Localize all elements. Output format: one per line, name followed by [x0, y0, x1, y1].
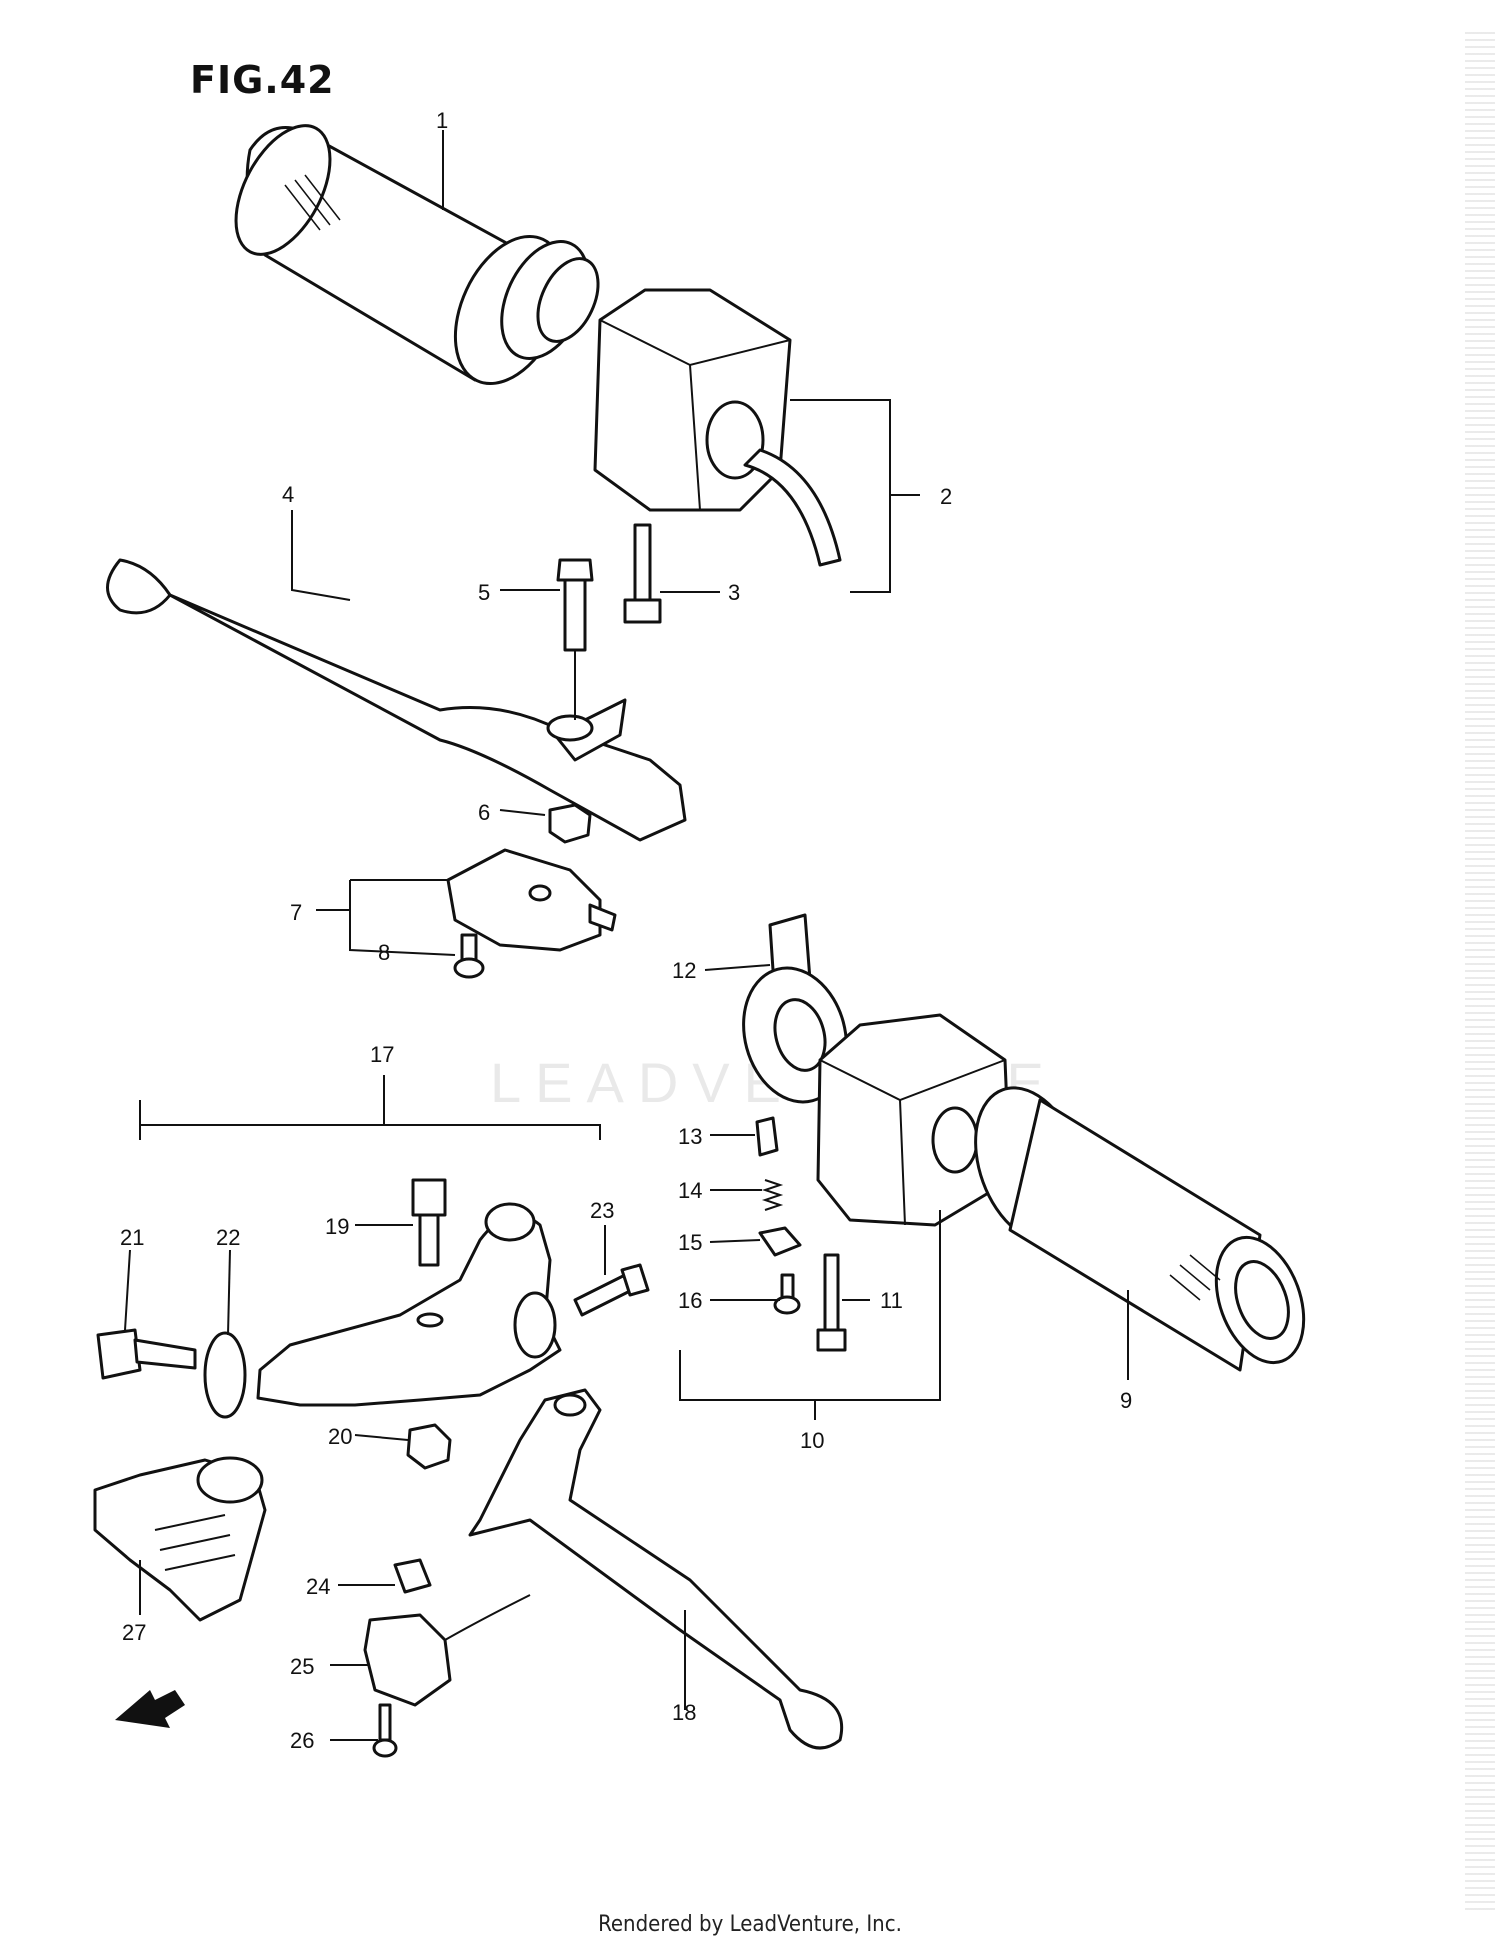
screw-11[interactable] — [816, 1253, 847, 1352]
fwd-arrow-icon — [115, 1690, 185, 1728]
screw-16[interactable] — [773, 1273, 801, 1315]
bolt-19[interactable] — [411, 1178, 447, 1267]
right-grip[interactable] — [956, 1073, 1320, 1375]
brake-switch-7[interactable] — [446, 848, 617, 952]
callout-10: 10 — [800, 1428, 824, 1453]
callout-27: 27 — [122, 1620, 146, 1645]
figure-title: FIG.42 — [190, 58, 335, 102]
pivot-bolt-5[interactable] — [556, 558, 594, 720]
callout-2: 2 — [940, 484, 952, 509]
footer-credit: Rendered by LeadVenture, Inc. — [598, 1912, 902, 1937]
callout-24: 24 — [306, 1574, 330, 1599]
callout-21: 21 — [120, 1225, 144, 1250]
locknut-22[interactable] — [203, 1331, 247, 1419]
callout-1: 1 — [436, 108, 448, 133]
callout-26: 26 — [290, 1728, 314, 1753]
cover-27[interactable] — [93, 1456, 267, 1622]
callout-15: 15 — [678, 1230, 702, 1255]
callout-23: 23 — [590, 1198, 614, 1223]
callout-labels: 1 2 3 4 5 6 7 8 9 10 11 12 13 14 15 16 1… — [120, 108, 1132, 1753]
callout-20: 20 — [328, 1424, 352, 1449]
callout-19: 19 — [325, 1214, 349, 1239]
callout-11: 11 — [880, 1288, 903, 1313]
callout-12: 12 — [672, 958, 696, 983]
right-switch-housing[interactable] — [816, 1013, 1012, 1227]
callout-9: 9 — [1120, 1388, 1132, 1413]
callout-17: 17 — [370, 1042, 394, 1067]
callout-14: 14 — [678, 1178, 702, 1203]
left-switch-housing[interactable] — [593, 288, 842, 567]
callout-13: 13 — [678, 1124, 702, 1149]
callout-18: 18 — [672, 1700, 696, 1725]
clutch-lever[interactable] — [468, 1388, 844, 1750]
adjuster-21[interactable] — [96, 1328, 197, 1380]
callout-4: 4 — [282, 482, 294, 507]
spring-14[interactable] — [761, 1179, 784, 1211]
screw-26[interactable] — [372, 1703, 398, 1758]
left-grip[interactable] — [217, 110, 611, 401]
callout-3: 3 — [728, 580, 740, 605]
callout-8: 8 — [378, 940, 390, 965]
nut-20[interactable] — [406, 1423, 452, 1470]
switch-25[interactable] — [363, 1594, 531, 1707]
callout-22: 22 — [216, 1225, 240, 1250]
callout-16: 16 — [678, 1288, 702, 1313]
switch-24[interactable] — [393, 1558, 432, 1594]
clutch-holder[interactable] — [256, 1202, 562, 1407]
callout-6: 6 — [478, 800, 490, 825]
plate-15[interactable] — [758, 1226, 802, 1257]
screw-8[interactable] — [453, 933, 485, 979]
callout-7: 7 — [290, 900, 302, 925]
callout-25: 25 — [290, 1654, 314, 1679]
bolt-23[interactable] — [573, 1263, 650, 1317]
nut-6[interactable] — [548, 803, 592, 844]
block-13[interactable] — [755, 1116, 779, 1157]
leader-lines — [124, 130, 1129, 1741]
scan-edge-noise — [1465, 30, 1495, 1910]
callout-5: 5 — [478, 580, 490, 605]
screw-3[interactable] — [623, 523, 662, 624]
brake-lever[interactable] — [106, 558, 687, 842]
